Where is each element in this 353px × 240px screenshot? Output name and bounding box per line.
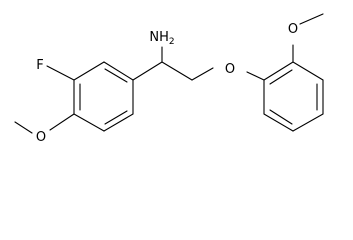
bond-ring-b-1 — [263, 61, 294, 81]
bond-ring-b-double-3 — [269, 109, 293, 125]
bond-ring-b-2 — [292, 61, 324, 81]
bond-ring-to-ch — [132, 61, 163, 81]
bond-ch-ch2 — [161, 61, 193, 81]
methoxy-oxygen-left-label: O — [36, 130, 46, 145]
bond-c-o-left — [49, 113, 75, 131]
bond-ring-b-4 — [292, 113, 324, 132]
bond-ring-a-double-2 — [104, 110, 128, 125]
bond-ring-b-double-1 — [269, 69, 293, 85]
bond-o-ch3-left — [14, 121, 33, 134]
bond-ring-b-5 — [263, 113, 294, 132]
bonds — [14, 13, 324, 134]
ether-oxygen-label: O — [225, 62, 235, 77]
bond-ring-a-3 — [103, 113, 134, 132]
atom-labels: NH2 F O O O — [36, 22, 298, 145]
amine-symbol: NH — [149, 30, 169, 45]
fluorine-label: F — [36, 58, 43, 73]
bond-ring-a-6 — [73, 61, 105, 81]
bond-ch2-o — [191, 67, 214, 81]
bond-ring-a-double-1 — [104, 68, 128, 83]
bond-o-ch3-right — [299, 13, 324, 25]
bond-c-f — [46, 65, 75, 81]
bond-ring-a-1 — [103, 61, 134, 81]
amine-label: NH2 — [149, 30, 174, 47]
amine-subscript: 2 — [169, 37, 175, 47]
bond-o-ring-b — [246, 71, 265, 81]
chemical-structure: NH2 F O O O — [14, 13, 324, 145]
methoxy-oxygen-right-label: O — [288, 22, 298, 37]
bond-ring-a-4 — [73, 113, 105, 132]
